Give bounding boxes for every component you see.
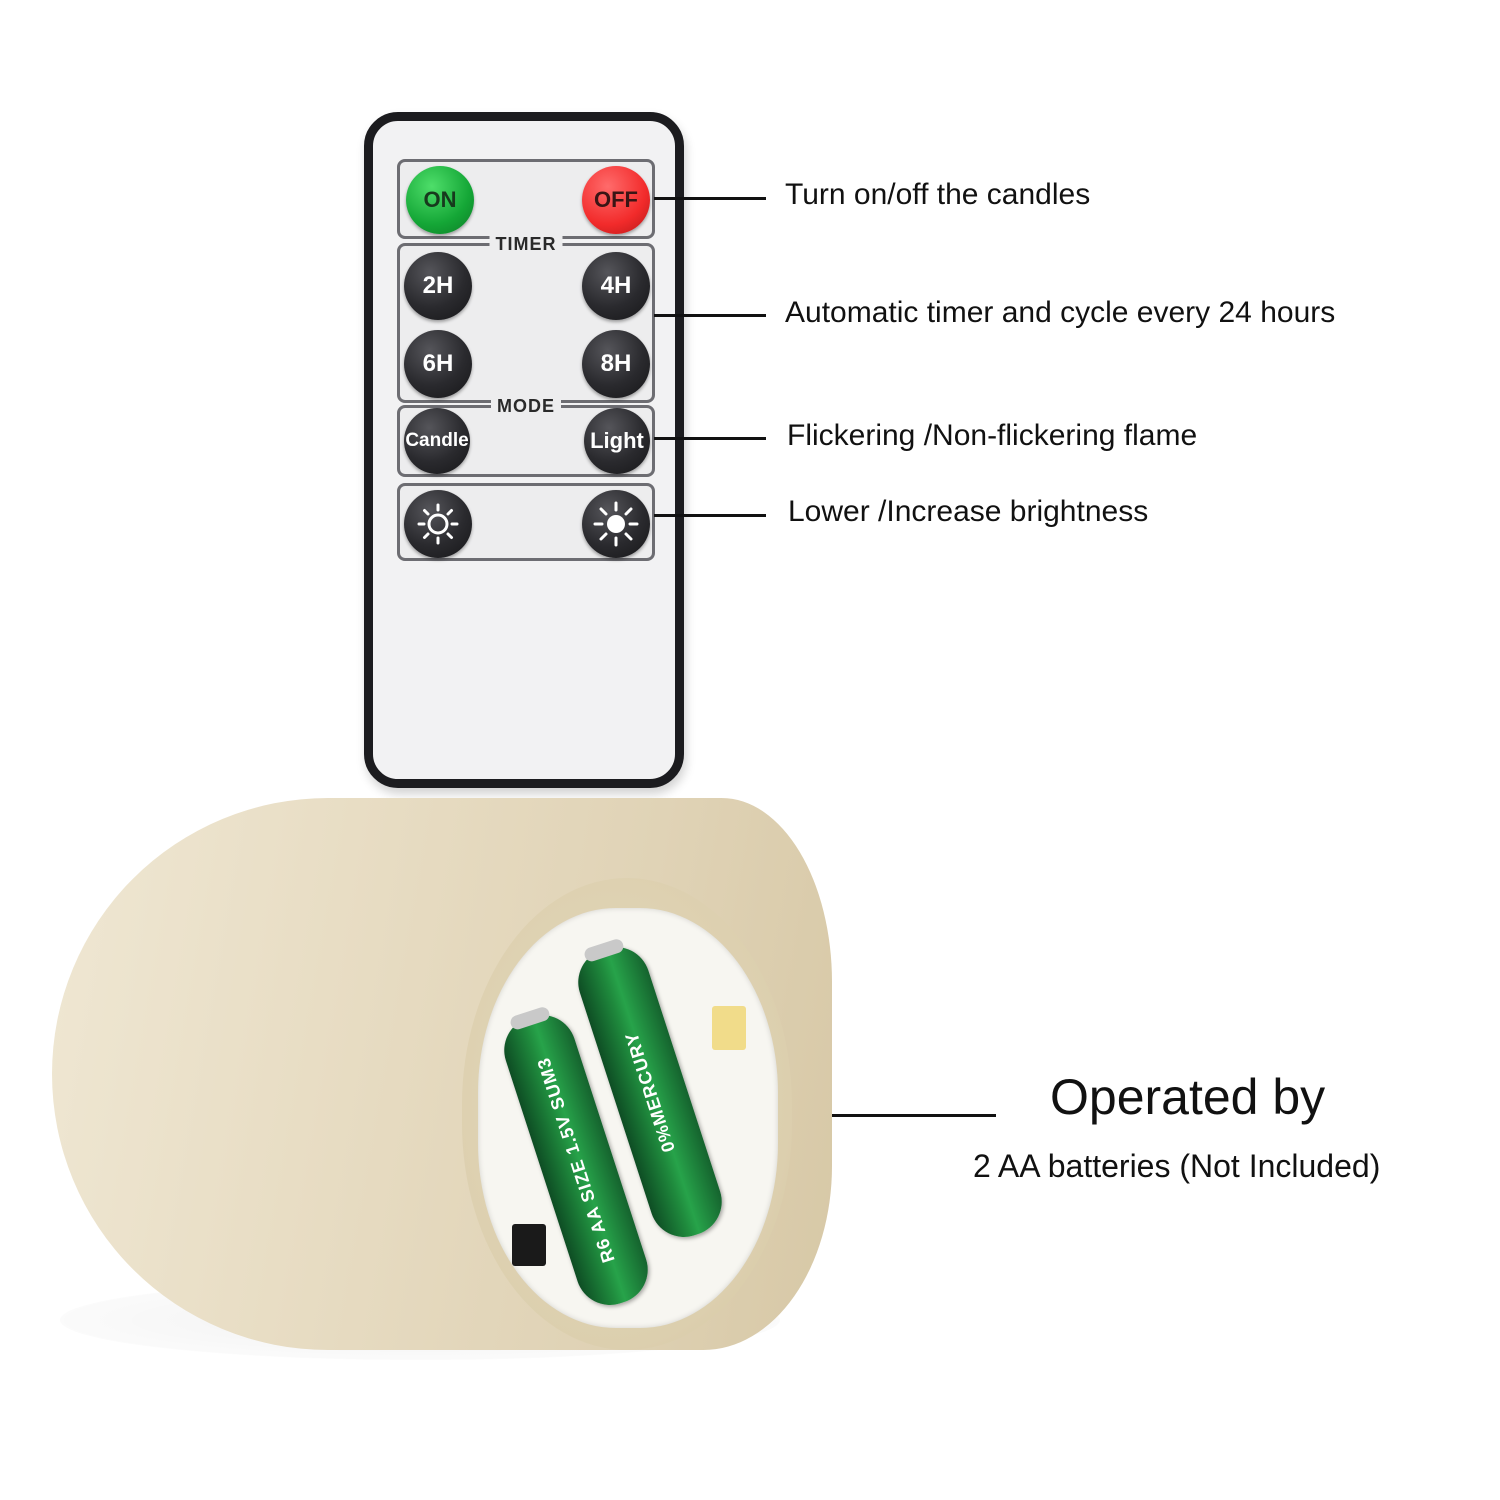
timer-panel: TIMER 2H 4H 6H 8H [397, 234, 655, 403]
on-button[interactable]: ON [406, 166, 474, 234]
light-mode-button[interactable]: Light [584, 408, 650, 474]
mode-callout-line [654, 437, 766, 440]
mode-panel: MODE Candle Light [397, 396, 655, 477]
candle-mode-button[interactable]: Candle [404, 408, 470, 474]
brightness-high-icon [593, 501, 639, 547]
off-button[interactable]: OFF [582, 166, 650, 234]
battery-callout-line [738, 1114, 996, 1117]
timer-label: TIMER [489, 234, 563, 255]
timer-8h-button[interactable]: 8H [582, 330, 650, 398]
timer-2h-button[interactable]: 2H [404, 252, 472, 320]
brightness-callout-text: Lower /Increase brightness [788, 495, 1149, 528]
power-callout-text: Turn on/off the candles [785, 178, 1091, 211]
mode-label: MODE [491, 396, 561, 417]
brightness-up-button[interactable] [582, 490, 650, 558]
remote-control: ON OFF TIMER 2H 4H 6H 8H MODE Candle Lig… [364, 112, 684, 788]
timer-6h-button[interactable]: 6H [404, 330, 472, 398]
power-callout-line [654, 197, 766, 200]
brightness-low-icon [417, 503, 459, 545]
brightness-panel [397, 483, 655, 561]
timer-callout-line [654, 314, 766, 317]
power-switch[interactable] [512, 1224, 546, 1266]
timer-callout-text: Automatic timer and cycle every 24 hours [785, 296, 1336, 329]
power-panel: ON OFF [397, 159, 655, 239]
brightness-callout-line [654, 514, 766, 517]
battery-callout-subtitle: 2 AA batteries (Not Included) [973, 1148, 1381, 1184]
mode-callout-text: Flickering /Non-flickering flame [787, 419, 1198, 452]
battery-callout-title: Operated by [1050, 1069, 1326, 1125]
contact-pad [712, 1006, 746, 1050]
timer-4h-button[interactable]: 4H [582, 252, 650, 320]
brightness-down-button[interactable] [404, 490, 472, 558]
